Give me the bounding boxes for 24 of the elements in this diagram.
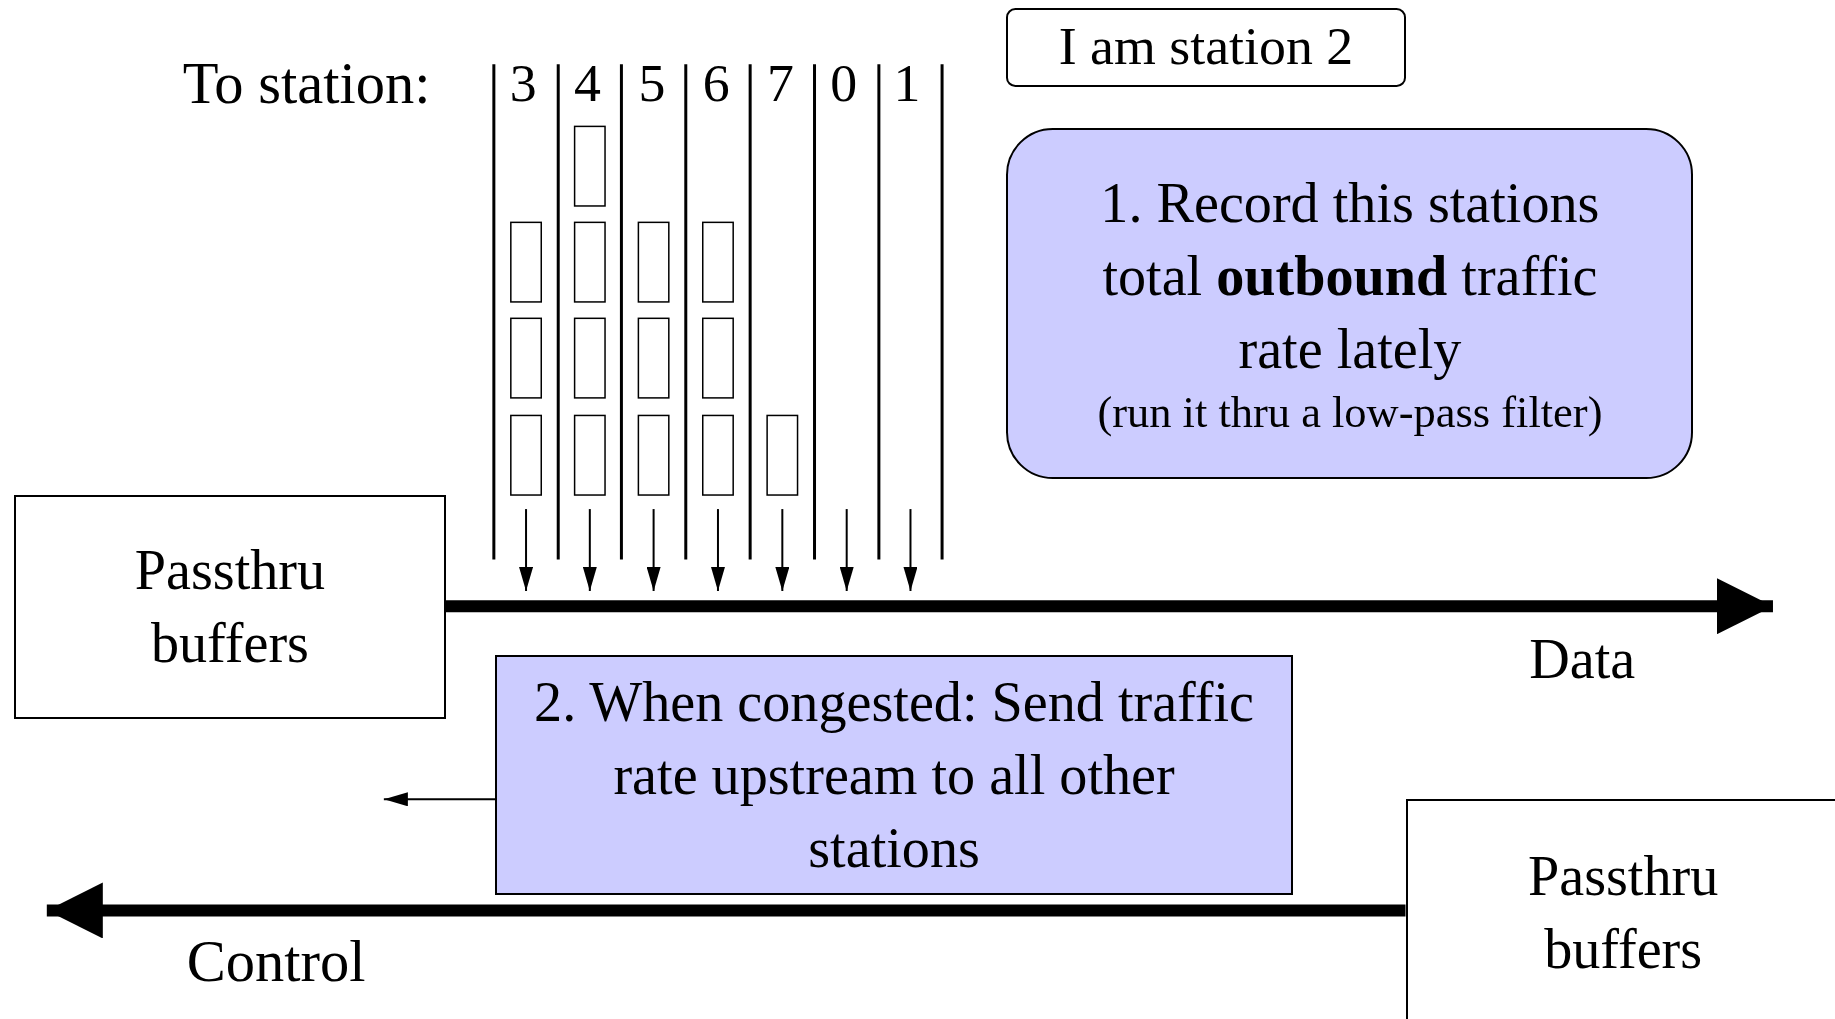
column-number: 0 (830, 57, 858, 112)
step-box (1006, 127, 1694, 479)
box-text: 2. When congested: Send traffic rate upstream to all other stations (533, 669, 1256, 881)
column-number: 7 (767, 57, 795, 112)
flow-label: Control (186, 932, 366, 992)
buffer-box (14, 495, 446, 719)
station-label-box (1006, 8, 1406, 87)
column-number: 6 (702, 57, 730, 112)
box-text: Passthru buffers (133, 537, 327, 676)
box-text: 1. Record this stations total outbound traffic rate lately (1099, 170, 1601, 382)
flow-label: Data (1529, 630, 1636, 687)
arrow (46, 882, 1406, 939)
step-box (495, 655, 1294, 896)
column-number: 3 (509, 57, 537, 112)
arrow (382, 792, 497, 807)
column-number: 4 (574, 57, 601, 112)
axis-label: To station: (182, 55, 431, 114)
arrow (445, 578, 1773, 635)
box-text: I am station 2 (1057, 15, 1355, 79)
note-text: (run it thru a low-pass filter) (1096, 385, 1604, 439)
column-number: 5 (638, 57, 666, 112)
column-number: 1 (893, 57, 921, 112)
box-text: Passthru buffers (1527, 844, 1720, 983)
buffer-box (1405, 799, 1835, 1019)
